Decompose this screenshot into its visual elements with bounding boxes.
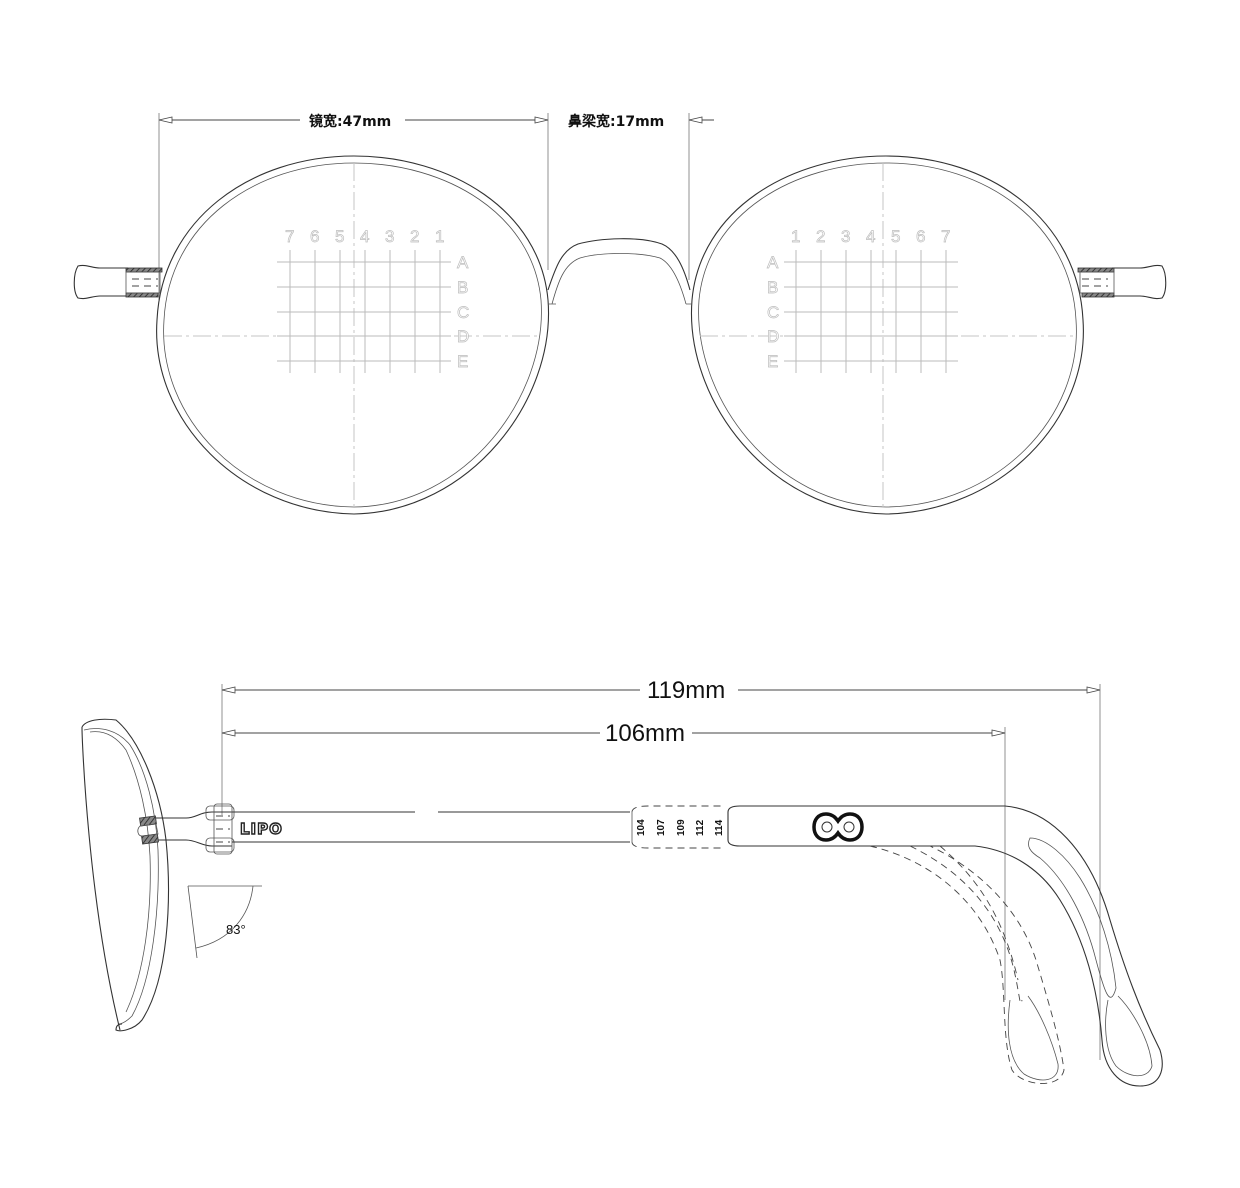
size-mark: 112 bbox=[695, 819, 706, 836]
grid-col-label: 6 bbox=[916, 227, 925, 246]
lens-width-label: 镜宽:47mm bbox=[309, 113, 391, 130]
grid-col-label: 7 bbox=[285, 227, 294, 246]
grid-col-label: 1 bbox=[791, 227, 800, 246]
angle-label: 83° bbox=[226, 922, 246, 937]
grid-col-label: 3 bbox=[385, 227, 394, 246]
grid-row-label: B bbox=[457, 278, 468, 297]
grid-col-label: 5 bbox=[891, 227, 900, 246]
grid-col-label: 4 bbox=[866, 227, 875, 246]
grid-row-label: B bbox=[767, 278, 778, 297]
grid-col-label: 4 bbox=[360, 227, 369, 246]
right-hinge bbox=[1077, 264, 1167, 300]
size-mark: 109 bbox=[676, 819, 687, 836]
size-mark: 104 bbox=[636, 819, 647, 836]
bridge-width-dimension: 鼻梁宽:17mm bbox=[568, 113, 714, 280]
front-view: 镜宽:47mm 鼻梁宽:17mm bbox=[73, 113, 1167, 515]
grid-row-label: D bbox=[767, 327, 779, 346]
right-lens bbox=[690, 155, 1084, 515]
front-rim-profile bbox=[81, 718, 169, 1032]
left-lens-grid: 7 6 5 4 3 2 1 A B C D E bbox=[277, 227, 470, 373]
size-mark: 107 bbox=[656, 819, 667, 836]
bridge-width-label: 鼻梁宽:17mm bbox=[568, 113, 664, 130]
size-mark: 114 bbox=[714, 819, 725, 836]
temple-size-marks: 104 107 109 112 114 bbox=[636, 819, 725, 836]
temple-length-dimension-106: 106mm bbox=[221, 720, 1006, 1000]
nose-bridge bbox=[547, 238, 692, 305]
temple-arm: LIPO 104 107 109 112 114 bbox=[232, 805, 1163, 1087]
grid-row-label: C bbox=[457, 303, 469, 322]
grid-col-label: 2 bbox=[816, 227, 825, 246]
grid-col-label: 7 bbox=[941, 227, 950, 246]
grid-col-label: 1 bbox=[435, 227, 444, 246]
side-hinge bbox=[137, 803, 235, 855]
grid-col-label: 5 bbox=[335, 227, 344, 246]
temple-length-dimension-119: 119mm bbox=[221, 677, 1101, 1060]
left-hinge bbox=[73, 264, 163, 300]
pantoscopic-angle-indicator: 83° bbox=[187, 885, 262, 959]
grid-row-label: E bbox=[767, 352, 778, 371]
brand-logo: LIPO bbox=[240, 820, 283, 838]
temple-total-length-label: 119mm bbox=[647, 677, 725, 704]
grid-row-label: A bbox=[767, 253, 779, 272]
grid-row-label: A bbox=[457, 253, 469, 272]
infinity-link-icon bbox=[812, 812, 864, 842]
grid-col-label: 6 bbox=[310, 227, 319, 246]
grid-row-label: D bbox=[457, 327, 469, 346]
temple-bend-length-label: 106mm bbox=[605, 720, 685, 747]
side-view: 119mm 106mm bbox=[81, 677, 1163, 1087]
grid-col-label: 2 bbox=[410, 227, 419, 246]
grid-row-label: E bbox=[457, 352, 468, 371]
left-lens bbox=[156, 155, 550, 515]
right-lens-grid: 1 2 3 4 5 6 7 A B C D E bbox=[767, 227, 958, 373]
grid-row-label: C bbox=[767, 303, 779, 322]
grid-col-label: 3 bbox=[841, 227, 850, 246]
lens-width-dimension: 镜宽:47mm bbox=[158, 113, 549, 300]
